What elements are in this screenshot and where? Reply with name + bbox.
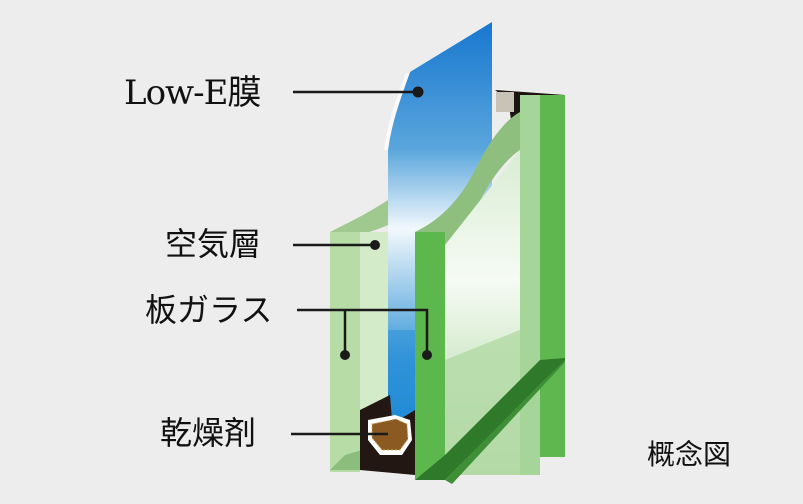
- glass-right-dot: [422, 350, 432, 360]
- low-e-dot: [412, 86, 424, 98]
- label-desiccant: 乾燥剤: [160, 414, 257, 452]
- caption-conceptual-diagram: 概念図: [647, 438, 732, 471]
- glass-left-dot: [340, 350, 350, 360]
- air-layer-dot: [370, 240, 380, 250]
- desiccant-granules: [372, 419, 408, 450]
- label-glass-sheet: 板ガラス: [145, 291, 273, 329]
- label-low-e-film: Low-E膜: [124, 73, 261, 113]
- right-glass-pane: [415, 95, 565, 484]
- leader-lines: [291, 90, 429, 436]
- leader-dots: [340, 86, 432, 360]
- label-air-layer: 空気層: [165, 225, 262, 263]
- left-glass-pane: [330, 200, 390, 472]
- low-e-lower-tint: [388, 330, 415, 420]
